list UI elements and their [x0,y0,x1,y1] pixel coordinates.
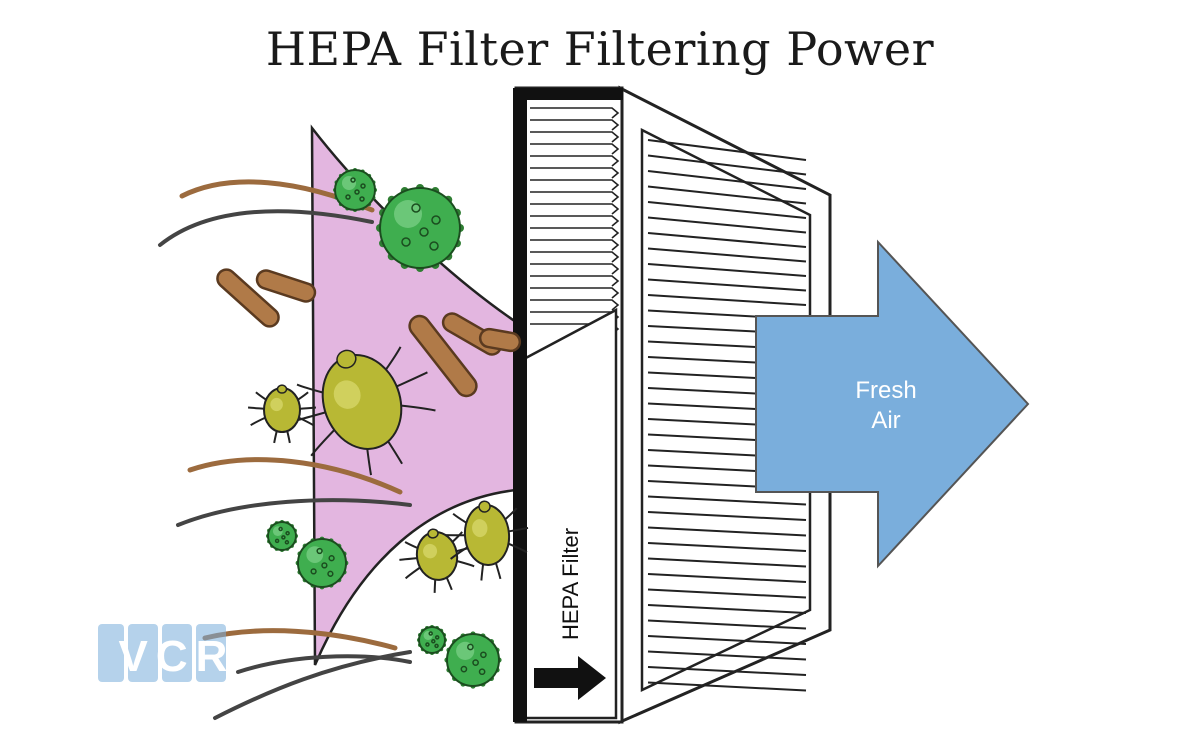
pleat-line [647,170,807,190]
front-pleat [530,287,620,299]
front-pleat [530,215,620,227]
pleat-line [647,201,807,219]
pleat-line [647,139,807,161]
front-pleat [530,227,620,239]
pleat-line [647,278,807,292]
pleat-line [647,185,807,205]
fresh-air-label-line1: Fresh [855,377,916,404]
pleat-line [647,232,807,248]
pleat-line [647,557,807,568]
pleat-line [647,619,807,630]
hair-strands [158,209,412,720]
fresh-air-arrow [755,239,1030,569]
hair-strand [176,498,412,527]
pleat-line [647,542,807,552]
pleat-line [647,294,807,306]
front-pleat [530,299,620,311]
pleat-line [647,526,807,537]
mold-spore [266,520,298,552]
mold-spore [376,184,464,272]
diagram-title: HEPA Filter Filtering Power [265,22,935,76]
filter-white-cover [520,307,618,720]
fiber-strand [187,457,403,495]
fresh-air-label-line2: Air [871,407,900,434]
mold-spore [333,168,377,212]
front-pleat [530,251,620,263]
pleat-line [647,154,807,176]
pleat-line [647,650,807,661]
dust-rod [216,268,280,328]
pleat-line [647,588,807,599]
pleat-line [647,247,807,263]
hair-strand [213,650,412,720]
front-pleat [530,119,620,131]
dust-mite [247,384,317,444]
front-pleat [530,143,620,155]
pleat-line [647,635,807,645]
front-pleat [530,263,620,275]
front-pleat [530,203,620,215]
front-pleat [530,155,620,167]
pleat-line [647,666,807,676]
front-pleat [530,107,620,119]
hepa-filter-label: HEPA Filter [558,528,583,640]
pleat-line [647,263,807,277]
dust-rod [408,314,478,398]
filter-frame-top [513,88,623,100]
dust-mite [292,346,436,476]
mold-spore [295,536,349,590]
vcr-watermark-logo: VCR [98,624,236,682]
mold-spores [266,168,502,689]
dust-mites [247,346,529,593]
hair-strand [158,209,374,247]
filter-pleats [647,139,807,692]
watermark-text: VCR [119,632,236,681]
front-pleat [530,179,620,191]
dust-mite [399,528,475,593]
airflow-arrow-icon [534,656,606,700]
pleat-line [647,495,807,506]
dust-rod [478,327,522,353]
hair-strand [236,654,412,674]
mold-spore [444,631,502,689]
front-pleat [530,131,620,143]
mold-spore [417,625,447,655]
pleat-line [647,681,807,692]
pleat-line [647,511,807,521]
pleat-line [647,604,807,614]
filter-frame [513,88,527,722]
pleat-line [647,216,807,234]
front-pleat [530,239,620,251]
front-pleat [530,167,620,179]
pleat-line [647,573,807,583]
front-pleat [530,275,620,287]
front-pleat [530,191,620,203]
dust-rod [255,269,317,303]
dust-mite [445,500,529,581]
dust-rods [216,268,522,398]
